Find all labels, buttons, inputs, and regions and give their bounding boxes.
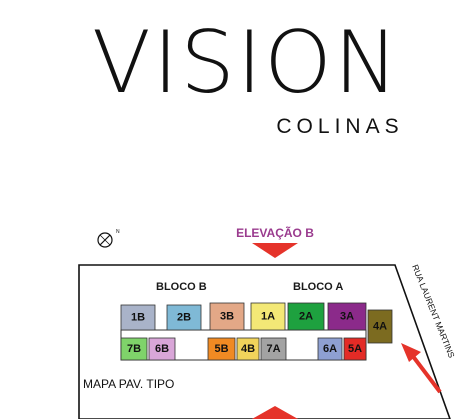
svg-text:N: N (116, 229, 120, 235)
brand-subtitle: COLINAS (276, 115, 403, 138)
brand-logo-text: VISION (92, 13, 400, 113)
unit-1a: 1A (250, 302, 286, 331)
unit-shape (260, 337, 287, 361)
unit-label: 5A (348, 343, 362, 355)
unit-label: 4A (373, 321, 387, 333)
bottom-arrow-icon (252, 406, 298, 419)
unit-label: 3B (220, 311, 234, 323)
unit-5a: 5A (343, 337, 367, 361)
unit-4a: 4A (367, 309, 393, 344)
unit-label: 7B (127, 343, 141, 355)
elevation-label: ELEVAÇÃO B (236, 225, 314, 240)
unit-shape (236, 337, 260, 361)
unit-shape (120, 304, 156, 331)
unit-label: 6B (155, 343, 169, 355)
unit-shape (148, 337, 176, 361)
unit-6b: 6B (148, 337, 176, 361)
unit-2b: 2B (166, 304, 202, 331)
unit-6a: 6A (317, 337, 343, 361)
block-a-label: BLOCO A (293, 281, 343, 293)
unit-label: 6A (323, 343, 337, 355)
unit-shape (120, 337, 148, 361)
unit-shape (209, 302, 245, 331)
unit-shape (250, 302, 286, 331)
unit-3a: 3A (327, 302, 367, 331)
unit-3b: 3B (209, 302, 245, 331)
unit-label: 1A (261, 311, 275, 323)
unit-label: 1B (131, 312, 145, 324)
unit-label: 2A (299, 311, 313, 323)
unit-shape (287, 302, 325, 331)
unit-shape (367, 309, 393, 344)
unit-shape (207, 337, 236, 361)
unit-shape (166, 304, 202, 331)
elevation-arrow-icon (252, 243, 298, 258)
units-group: 1B 2B 3B 1A 2A 3A 4A 7B 6B 5B 4B 7A 6A 5A (120, 302, 393, 361)
unit-shape (343, 337, 367, 361)
unit-label: 7A (266, 343, 280, 355)
unit-label: 5B (214, 343, 228, 355)
unit-7a: 7A (260, 337, 287, 361)
compass-icon: N (97, 229, 120, 248)
unit-label: 2B (177, 312, 191, 324)
block-b-label: BLOCO B (156, 281, 207, 293)
unit-2a: 2A (287, 302, 325, 331)
unit-7b: 7B (120, 337, 148, 361)
map-footer-label: MAPA PAV. TIPO (83, 377, 174, 391)
unit-label: 3A (340, 311, 354, 323)
unit-4b: 4B (236, 337, 260, 361)
unit-shape (317, 337, 343, 361)
entrance-arrow-icon (401, 343, 442, 394)
unit-shape (327, 302, 367, 331)
unit-1b: 1B (120, 304, 156, 331)
unit-5b: 5B (207, 337, 236, 361)
unit-label: 4B (241, 343, 255, 355)
